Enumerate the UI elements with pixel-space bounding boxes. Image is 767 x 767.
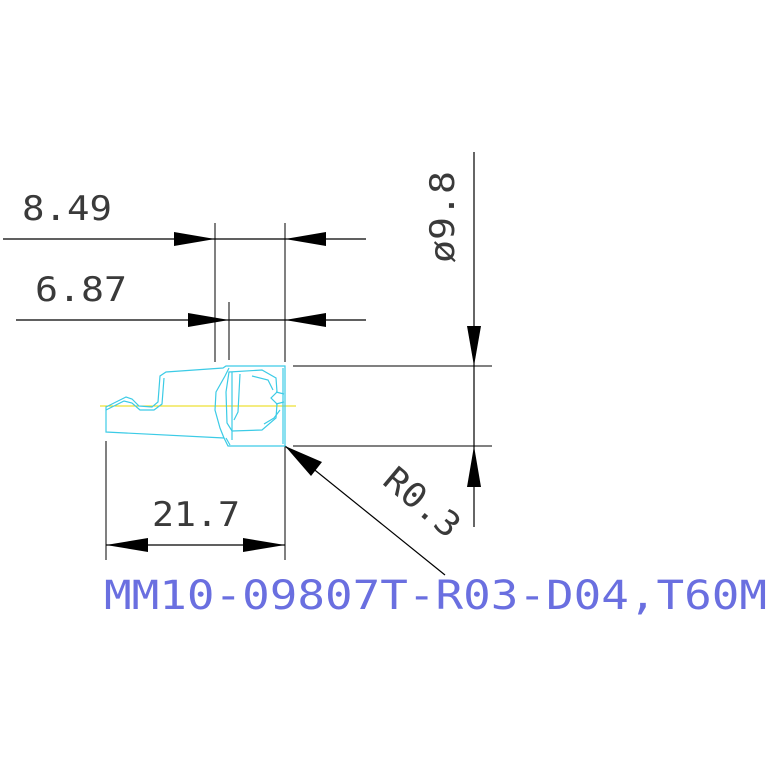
arrow-left-pointing [285,232,326,246]
arrow-down-pointing [467,326,481,366]
radius-label: R0.3 [375,459,468,546]
dimension-label-6-87: 6.87 [35,270,127,310]
flute-pocket [225,369,278,432]
flute-curve-top [251,375,274,391]
dimension-body-length: 21.7 [105,441,286,560]
flute-edge-left [214,367,230,439]
cutter-outline [105,365,286,447]
dimension-neck-length: 6.87 [16,270,366,360]
flute-edge-tip [225,437,231,446]
arrow-up-pointing [467,446,481,487]
dimension-label-diameter: ø9.8 [423,171,463,263]
flute-curve-bottom [263,409,281,425]
arrow-left-pointing [285,313,326,327]
dimension-overall-length: 8.49 [3,189,366,362]
tip-detail [275,368,285,444]
flute-curve-left [233,373,241,421]
cutter-profile [105,365,286,447]
dimension-label-21-7: 21.7 [152,495,240,535]
arrow-leader [285,446,322,476]
arrow-right-pointing [243,538,285,552]
dimension-label-8-49: 8.49 [22,189,112,229]
dimension-diameter: ø9.8 [293,152,492,527]
cutter-profile-inner [105,377,165,411]
radius-callout: R0.3 [284,445,468,576]
arrow-left-pointing [106,538,148,552]
part-number-label: MM10-09807T-R03-D04,T60M [104,573,767,619]
arrow-right-pointing [174,232,215,246]
arrow-right-pointing [188,313,229,327]
